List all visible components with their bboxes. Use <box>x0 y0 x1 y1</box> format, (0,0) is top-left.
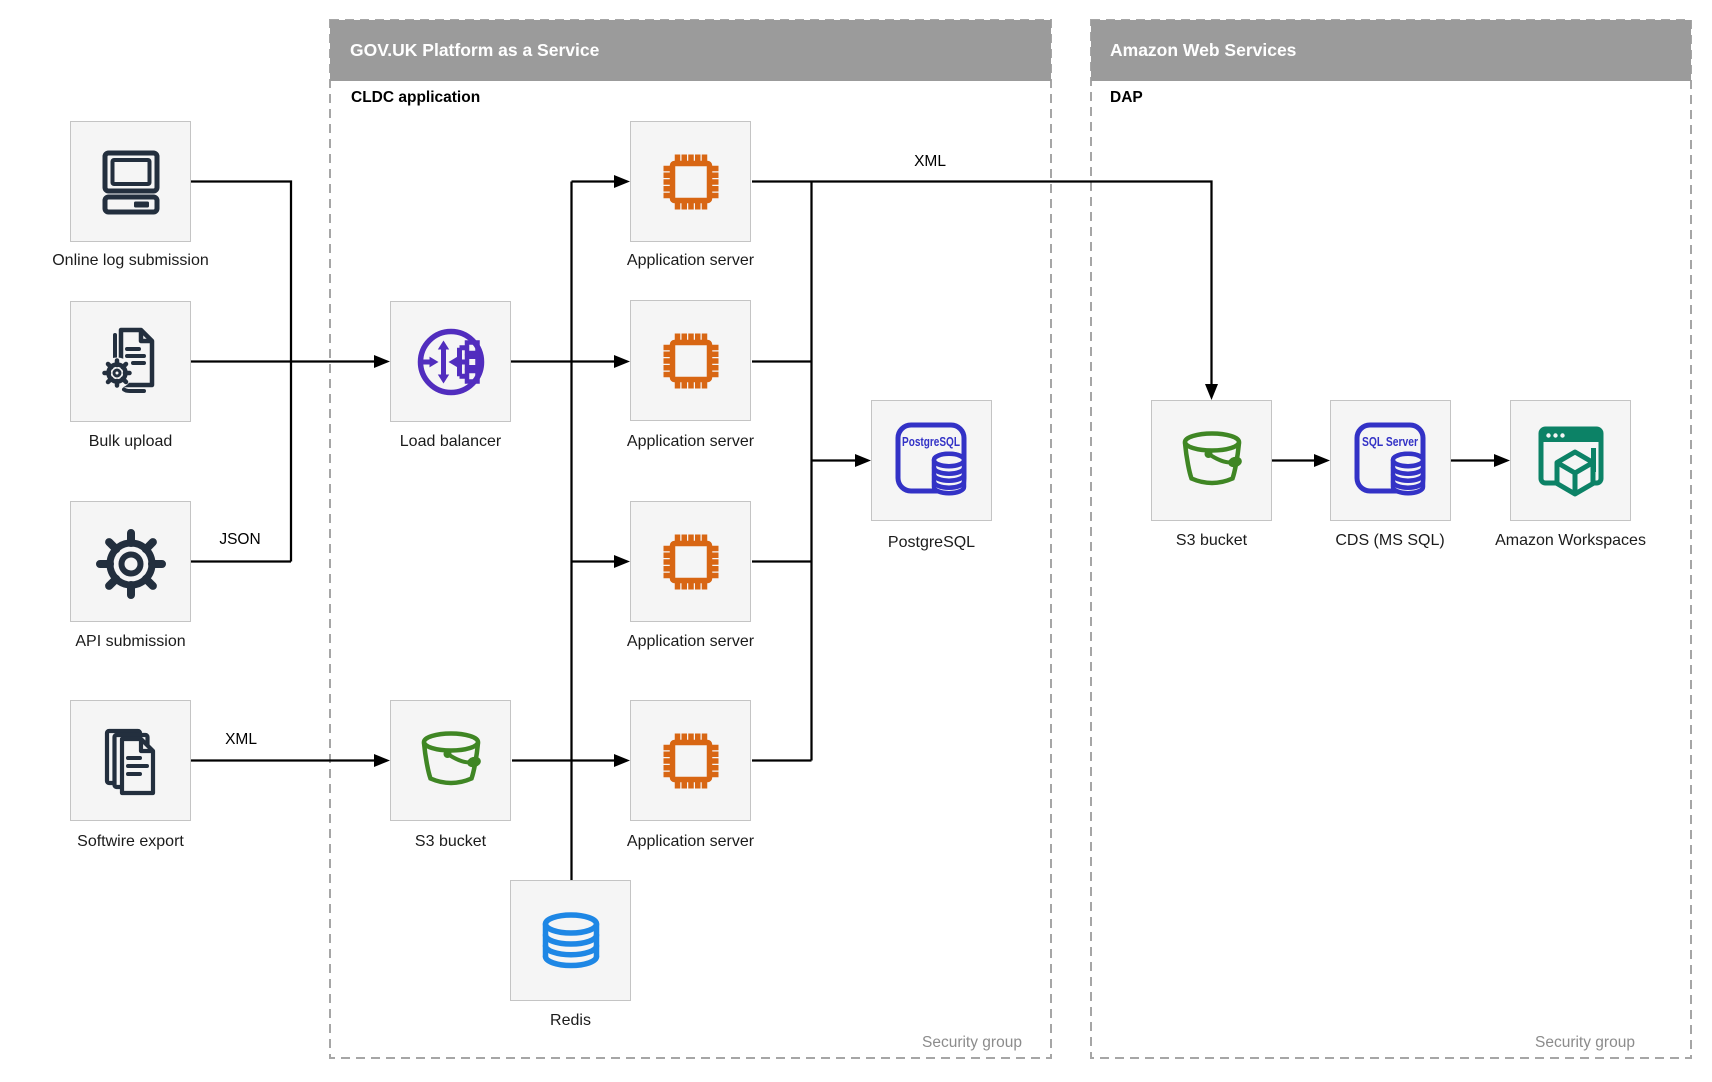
node-label-load-balancer: Load balancer <box>399 433 502 450</box>
sql-server-database-icon: SQL Server <box>1354 422 1425 495</box>
node-label-bulk-upload: Bulk upload <box>88 433 173 450</box>
node-label-redis: Redis <box>550 1012 591 1029</box>
aws-security-group-label: Security group <box>1535 1034 1635 1051</box>
node-postgresql: PostgreSQL <box>871 400 992 521</box>
edge-app1-xml-to-aws-s3 <box>752 180 1218 400</box>
aws-container-header: Amazon Web Services <box>1091 20 1691 81</box>
node-label-amazon-workspaces: Amazon Workspaces <box>1495 532 1646 549</box>
node-label-application-server-4: Application server <box>626 833 755 850</box>
node-label-application-server-1: Application server <box>626 252 755 269</box>
dap-tag: DAP <box>1110 89 1143 106</box>
amazon-workspaces-icon <box>1538 426 1603 496</box>
sql-server-icon-text: SQL Server <box>1362 434 1418 449</box>
node-label-postgresql: PostgreSQL <box>887 534 976 551</box>
s3-bucket-icon <box>1182 430 1242 485</box>
node-load-balancer <box>390 301 511 422</box>
s3-bucket-icon <box>421 730 481 785</box>
node-label-application-server-2: Application server <box>626 433 755 450</box>
load-balancer-icon <box>417 328 484 395</box>
edge-label-xml-to-dap: XML <box>914 153 946 170</box>
cldc-application-tag: CLDC application <box>351 89 481 106</box>
processor-chip-icon <box>663 733 718 788</box>
node-amazon-workspaces <box>1510 400 1631 521</box>
edge-label-xml-softwire: XML <box>225 731 257 748</box>
node-label-cds: CDS (MS SQL) <box>1335 532 1445 549</box>
node-application-server-2 <box>630 300 751 421</box>
govuk-container-header: GOV.UK Platform as a Service <box>330 20 1051 81</box>
processor-chip-icon <box>663 534 718 589</box>
processor-chip-icon <box>663 333 718 388</box>
node-softwire-export <box>70 700 191 821</box>
node-label-s3-bucket-govuk: S3 bucket <box>414 833 487 850</box>
node-s3-bucket-aws <box>1151 400 1272 521</box>
redis-cache-icon <box>542 911 599 968</box>
node-bulk-upload <box>70 301 191 422</box>
node-redis <box>510 880 631 1001</box>
postgresql-database-icon: PostgreSQL <box>895 422 966 495</box>
node-cds-ms-sql: SQL Server <box>1330 400 1451 521</box>
processor-chip-icon <box>663 154 718 209</box>
node-label-application-server-3: Application server <box>626 633 755 650</box>
node-label-online-log: Online log submission <box>52 252 209 269</box>
node-online-log-submission <box>70 121 191 242</box>
document-gear-icon <box>101 327 154 393</box>
desktop-computer-icon <box>102 150 159 214</box>
edge-label-json: JSON <box>219 531 261 548</box>
postgresql-icon-text: PostgreSQL <box>902 434 960 449</box>
node-label-api-submission: API submission <box>75 633 186 650</box>
node-application-server-1 <box>630 121 751 242</box>
edge-online-log-to-junction <box>191 180 293 562</box>
node-application-server-3 <box>630 501 751 622</box>
node-application-server-4 <box>630 700 751 821</box>
node-label-s3-bucket-aws: S3 bucket <box>1175 532 1248 549</box>
document-stack-icon <box>104 728 155 795</box>
node-api-submission <box>70 501 191 622</box>
node-label-softwire-export: Softwire export <box>77 833 184 850</box>
node-s3-bucket-govuk <box>390 700 511 821</box>
gear-icon <box>95 528 166 599</box>
govuk-security-group-label: Security group <box>922 1034 1022 1051</box>
